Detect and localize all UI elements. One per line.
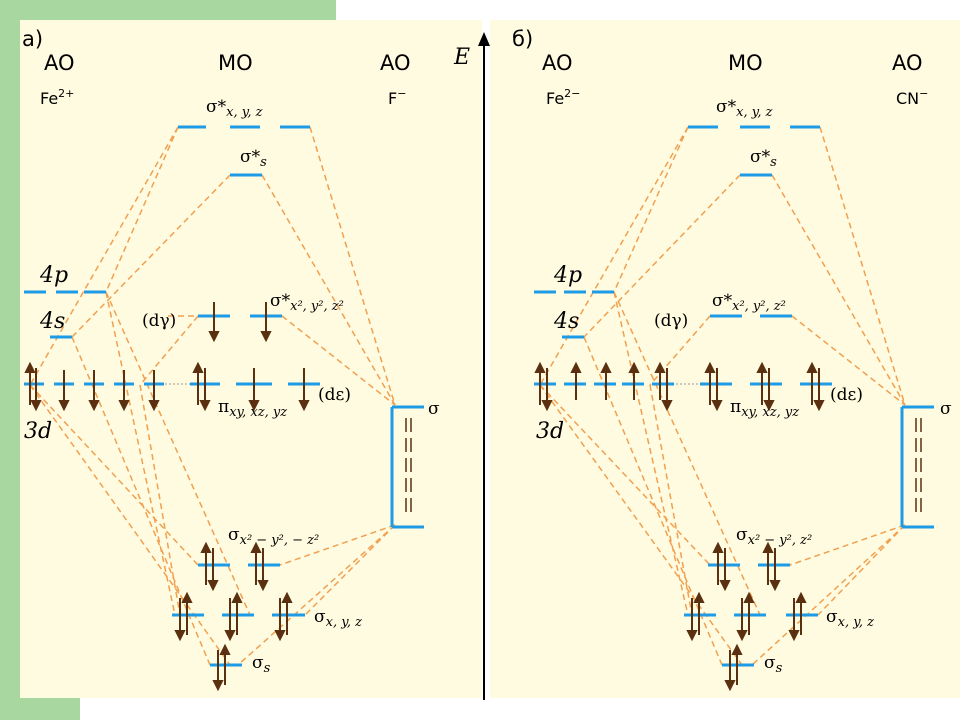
panel-a-sigma-x2y2: σx² − y², − z² [228,525,319,548]
panel-b-depsilon: (dε) [830,385,863,405]
panel-b-sigma-star-s: σ*s [750,147,777,170]
panel-b-ao-4s: 4s [553,309,579,334]
diagram-panel-fe-f [20,20,482,698]
panel-b-ao-3d: 3d [536,419,564,444]
panel-a-ao-right-header: AO [380,51,411,75]
energy-axis-label: E [453,45,470,70]
panel-b-sigma-star-x2y2z2: σ*x², y², z² [712,291,786,314]
panel-b-ligand: CN− [896,87,928,108]
panel-a-ligand-sigma-box [390,405,424,529]
panel-b-metal-ion: Fe2− [546,87,580,108]
panel-a-headers: а) AO MO AO Fe2+ F− [22,27,411,108]
slide-frame-left [0,0,20,720]
panel-a-sigma-star-s: σ*s [240,147,267,170]
panel-a-electrons [24,302,412,692]
panel-b-ao-right-header: AO [892,51,923,75]
panel-a-sigma-xyz: σx, y, z [314,607,362,630]
panel-b-ligand-sigma: σ [940,399,952,419]
panel-b-mo-header: MO [728,51,763,75]
panel-b-sigma-star-xyz: σ*x, y, z [716,97,773,120]
panel-a-dgamma: (dγ) [142,311,176,331]
slide-frame-top [0,0,336,20]
panel-b-connectors [539,126,906,666]
panel-a-labels: 4p 4s 3d σ*x, y, z σ*s (dγ) σ*x², y², z²… [24,97,440,676]
panel-a-sigma-star-xyz: σ*x, y, z [206,97,263,120]
panel-a-metal-ion: Fe2+ [40,87,74,108]
panel-a-ao-4p: 4p [39,263,68,288]
panel-a-ao-left-header: AO [44,51,75,75]
panel-a-ligand: F− [388,87,406,108]
panel-b-headers: б) AO MO AO Fe2− CN− [512,27,928,108]
panel-b-tag: б) [512,27,533,51]
panel-a-depsilon: (dε) [318,385,351,405]
panel-a-connectors [29,126,396,666]
panel-b-electrons [534,361,922,692]
panel-a-ao-3d: 3d [24,419,52,444]
panel-b-dgamma: (dγ) [654,311,688,331]
panel-b-sigma-xyz: σx, y, z [826,607,874,630]
panel-b-sigma-s: σs [764,653,783,676]
energy-axis-arrowhead [478,32,490,46]
panel-b-ligand-sigma-box [900,405,934,529]
panel-a-sigma-s: σs [252,653,271,676]
panel-a-levels [24,125,320,667]
panel-a-ao-4s: 4s [39,309,65,334]
panel-a-mo-header: MO [218,51,253,75]
panel-b-labels: 4p 4s 3d σ*x, y, z σ*s (dγ) σ*x², y², z²… [536,97,952,676]
panel-a-pi: πxy, xz, yz [218,397,287,420]
panel-a-ligand-sigma: σ [428,399,440,419]
slide-frame-bottom [0,698,80,720]
panel-b-ao-left-header: AO [542,51,573,75]
panel-b-sigma-x2y2: σx² − y², z² [736,525,812,548]
panel-a-tag: а) [22,27,43,51]
panel-b-pi: πxy, xz, yz [730,397,799,420]
panel-a-sigma-star-x2y2z2: σ*x², y², z² [270,291,344,314]
panel-b-ao-4p: 4p [553,263,582,288]
